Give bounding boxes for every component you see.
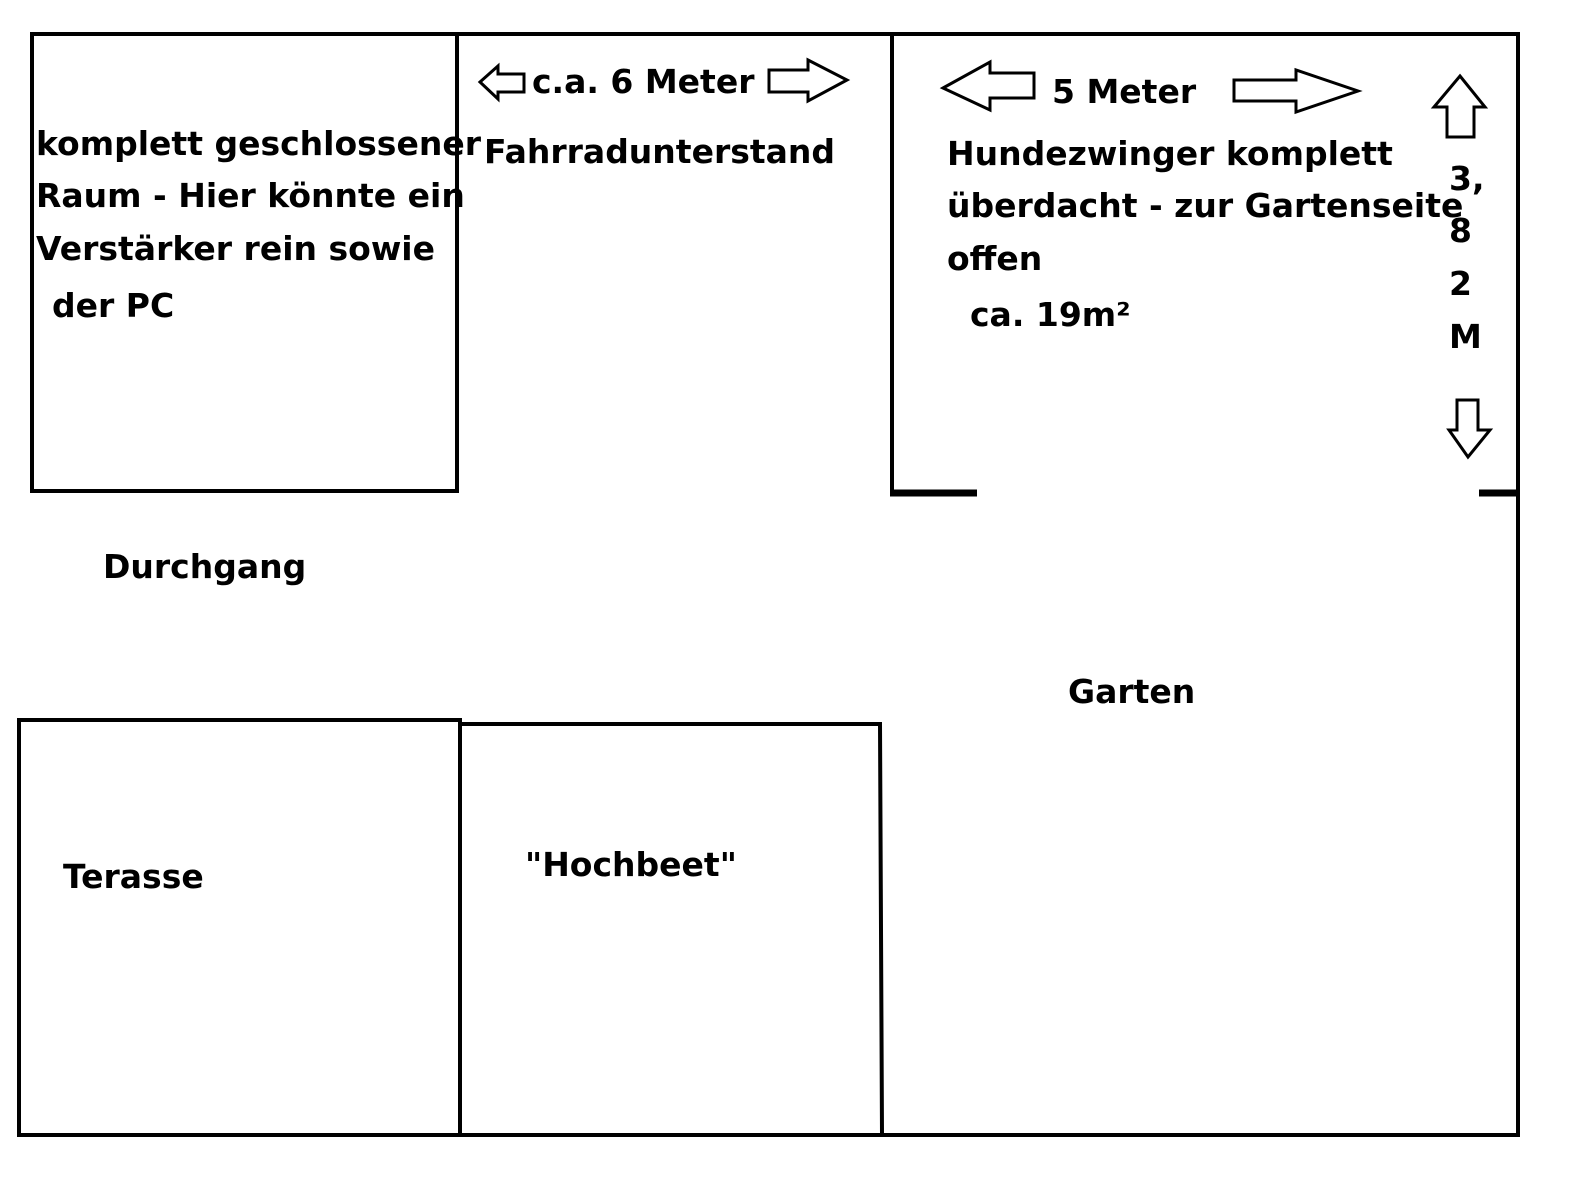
raised-bed-outline (460, 722, 884, 1136)
kennel-depth-4: M (1449, 317, 1482, 356)
kennel-depth-3: 2 (1449, 264, 1472, 303)
kennel-area: ca. 19m² (970, 295, 1131, 334)
arrow-down-icon (1446, 398, 1494, 460)
arrow-up-icon (1430, 73, 1489, 139)
terrace-outline (17, 718, 462, 1137)
bike-shelter-dimension: c.a. 6 Meter (532, 62, 755, 101)
passage-label: Durchgang (103, 547, 306, 586)
terrace-label: Terasse (63, 857, 204, 896)
kennel-depth-2: 8 (1449, 211, 1472, 250)
raised-bed-label: "Hochbeet" (525, 845, 737, 884)
kennel-line-3: offen (947, 239, 1042, 278)
arrow-left-icon (477, 62, 526, 103)
kennel-depth-1: 3, (1449, 159, 1485, 198)
closed-room-line-4: der PC (52, 286, 174, 325)
closed-room-outline (30, 32, 459, 493)
closed-room-line-1: komplett geschlossener (36, 124, 482, 163)
closed-room-line-3: Verstärker rein sowie (36, 229, 435, 268)
arrow-right-icon (1232, 67, 1363, 115)
arrow-left-icon (939, 59, 1036, 113)
kennel-width: 5 Meter (1052, 72, 1197, 111)
garden-label: Garten (1068, 672, 1195, 711)
closed-room-line-2: Raum - Hier könnte ein (36, 176, 465, 215)
bike-shelter-label: Fahrradunterstand (484, 132, 835, 171)
kennel-line-2: überdacht - zur Gartenseite (947, 186, 1463, 225)
kennel-line-1: Hundezwinger komplett (947, 134, 1393, 173)
walls (17, 32, 1520, 1137)
arrow-right-icon (767, 57, 851, 104)
